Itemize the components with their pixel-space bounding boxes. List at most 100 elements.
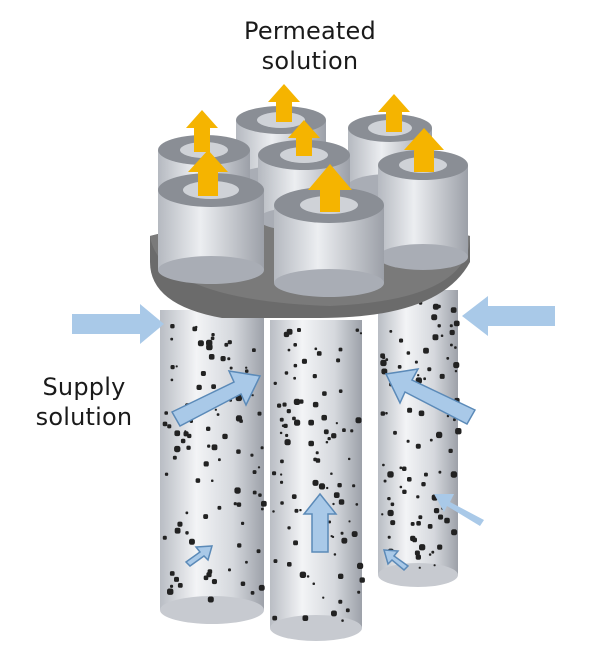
particle	[170, 584, 174, 588]
particle	[432, 334, 439, 341]
particle	[326, 486, 329, 490]
supply-solution-label: Supply solution	[14, 372, 154, 432]
particle	[331, 610, 337, 617]
particle	[428, 553, 432, 556]
particle	[293, 398, 301, 405]
particle	[195, 325, 198, 329]
particle	[312, 374, 317, 379]
particle	[195, 478, 201, 483]
particle	[287, 526, 291, 530]
particle	[273, 559, 278, 563]
particle	[240, 581, 246, 586]
particle	[175, 365, 178, 368]
particle	[200, 371, 206, 376]
particle	[381, 368, 388, 375]
particle	[301, 358, 307, 364]
particle	[245, 369, 249, 373]
particle	[407, 407, 413, 413]
particle	[258, 493, 262, 497]
particle	[203, 461, 209, 467]
particle	[383, 479, 387, 483]
particle	[449, 324, 453, 328]
particle	[222, 433, 228, 440]
arrow-left-icon	[462, 296, 555, 336]
particle	[453, 320, 460, 327]
particle	[169, 571, 175, 576]
particle	[406, 439, 410, 443]
particle	[407, 477, 412, 482]
particle	[189, 538, 195, 545]
supply-label-line-2: solution	[35, 403, 133, 431]
arrow-up-icon	[186, 110, 218, 152]
particle	[308, 419, 314, 426]
particle	[252, 490, 257, 495]
particle	[258, 584, 265, 591]
particle	[167, 588, 174, 595]
particle	[261, 500, 267, 507]
particle	[412, 537, 417, 543]
permeated-label-line-2: solution	[261, 47, 359, 75]
particle	[417, 374, 420, 377]
particle	[211, 384, 216, 389]
particle	[286, 409, 291, 414]
particle	[330, 472, 333, 475]
particle	[162, 421, 168, 427]
particle	[381, 513, 384, 516]
particle	[357, 562, 364, 569]
particle	[453, 362, 460, 369]
particle	[260, 446, 264, 450]
supply-label-line-1: Supply	[42, 373, 126, 401]
particle	[170, 337, 174, 341]
particle	[177, 583, 183, 588]
particle	[418, 410, 425, 417]
particle	[280, 501, 284, 505]
particle	[272, 471, 277, 476]
particle	[203, 575, 209, 581]
particle	[287, 562, 292, 567]
particle	[336, 358, 341, 363]
particle	[234, 487, 241, 494]
particle	[308, 440, 314, 447]
particle	[280, 473, 283, 476]
particle	[402, 466, 407, 471]
particle	[210, 336, 215, 341]
particle	[352, 484, 356, 488]
particle	[229, 366, 233, 370]
particle	[217, 505, 222, 510]
particle	[338, 573, 344, 579]
particle	[312, 582, 315, 585]
particle	[440, 334, 444, 337]
permeated-label-line-1: Permeated	[244, 17, 376, 45]
particle	[177, 521, 183, 527]
particle	[277, 403, 282, 408]
arrow-up-icon	[308, 164, 352, 212]
particle	[196, 384, 202, 390]
particle	[351, 531, 358, 537]
particle	[206, 339, 213, 347]
particle	[280, 480, 284, 484]
particle	[335, 422, 338, 425]
particle	[424, 472, 428, 477]
arrow-right-icon	[170, 370, 262, 428]
particle	[454, 346, 457, 349]
particle	[418, 515, 423, 520]
particle	[414, 360, 418, 364]
particle	[387, 535, 391, 539]
particle	[419, 544, 426, 551]
particle	[331, 433, 337, 439]
particle	[294, 419, 301, 426]
particle	[293, 363, 298, 368]
particle	[387, 509, 394, 517]
particle	[251, 394, 254, 397]
particle	[245, 366, 248, 369]
particle	[185, 531, 189, 535]
particle	[211, 579, 217, 585]
particle	[283, 423, 288, 428]
particle	[433, 508, 440, 514]
particle	[345, 608, 350, 613]
particle	[279, 417, 284, 422]
particle	[385, 358, 389, 361]
particle	[436, 431, 443, 439]
particle	[170, 378, 174, 382]
